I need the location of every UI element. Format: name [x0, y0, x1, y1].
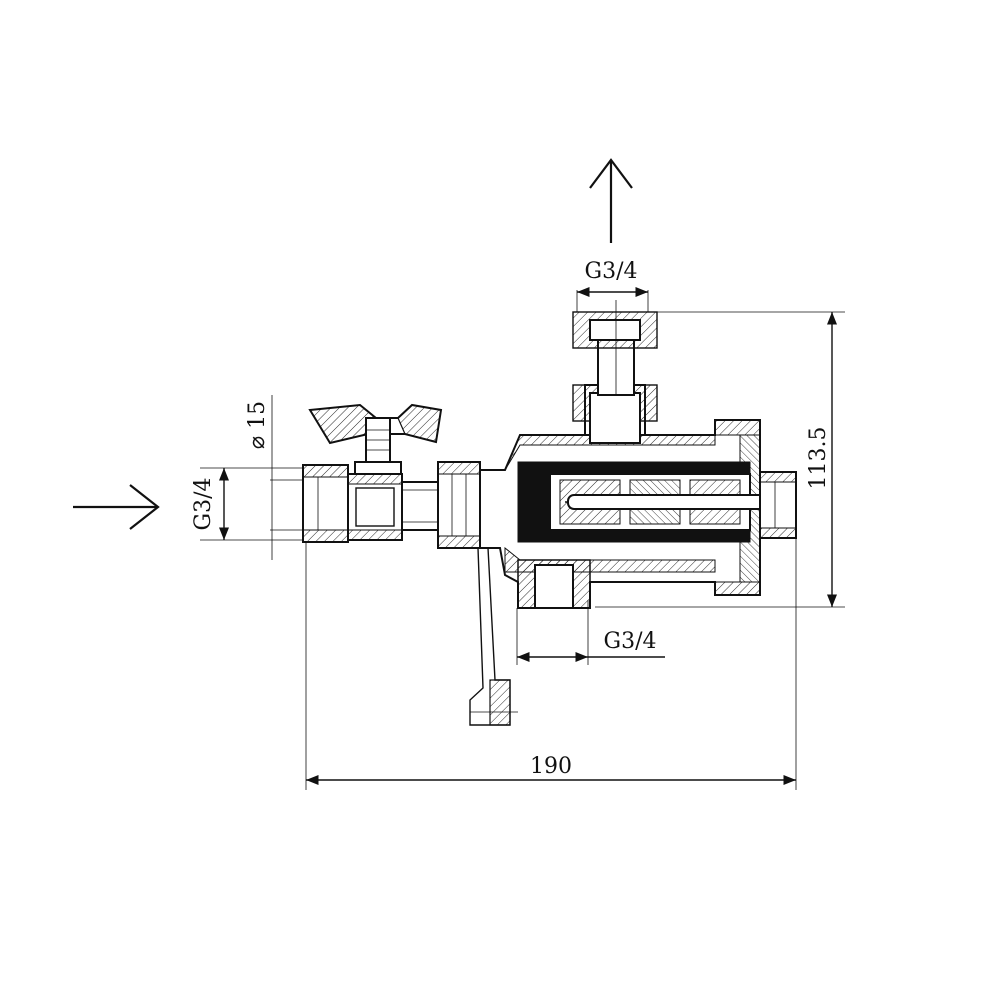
pipe-diameter-label: ⌀ 15	[245, 401, 270, 449]
drain-tube	[469, 547, 518, 726]
filter-housing	[479, 300, 797, 609]
inlet-thread-label: G3/4	[191, 478, 216, 531]
arrow-up-icon	[589, 158, 633, 243]
dim-bottom-thread: G3/4	[517, 629, 665, 663]
overall-height-label: 113.5	[806, 427, 831, 490]
arrow-right-icon	[73, 484, 160, 530]
ball-valve	[302, 403, 481, 549]
dim-outlet-thread: G3/4	[577, 259, 648, 298]
dim-overall-height: 113.5	[806, 312, 838, 607]
dim-inlet-thread: G3/4	[191, 468, 230, 540]
overall-length-label: 190	[530, 754, 572, 779]
outlet-thread-label: G3/4	[585, 259, 638, 284]
dim-overall-length: 190	[306, 754, 796, 786]
dim-pipe-diameter: ⌀ 15	[245, 401, 270, 449]
extension-lines	[200, 290, 845, 790]
bottom-thread-label: G3/4	[604, 629, 657, 654]
